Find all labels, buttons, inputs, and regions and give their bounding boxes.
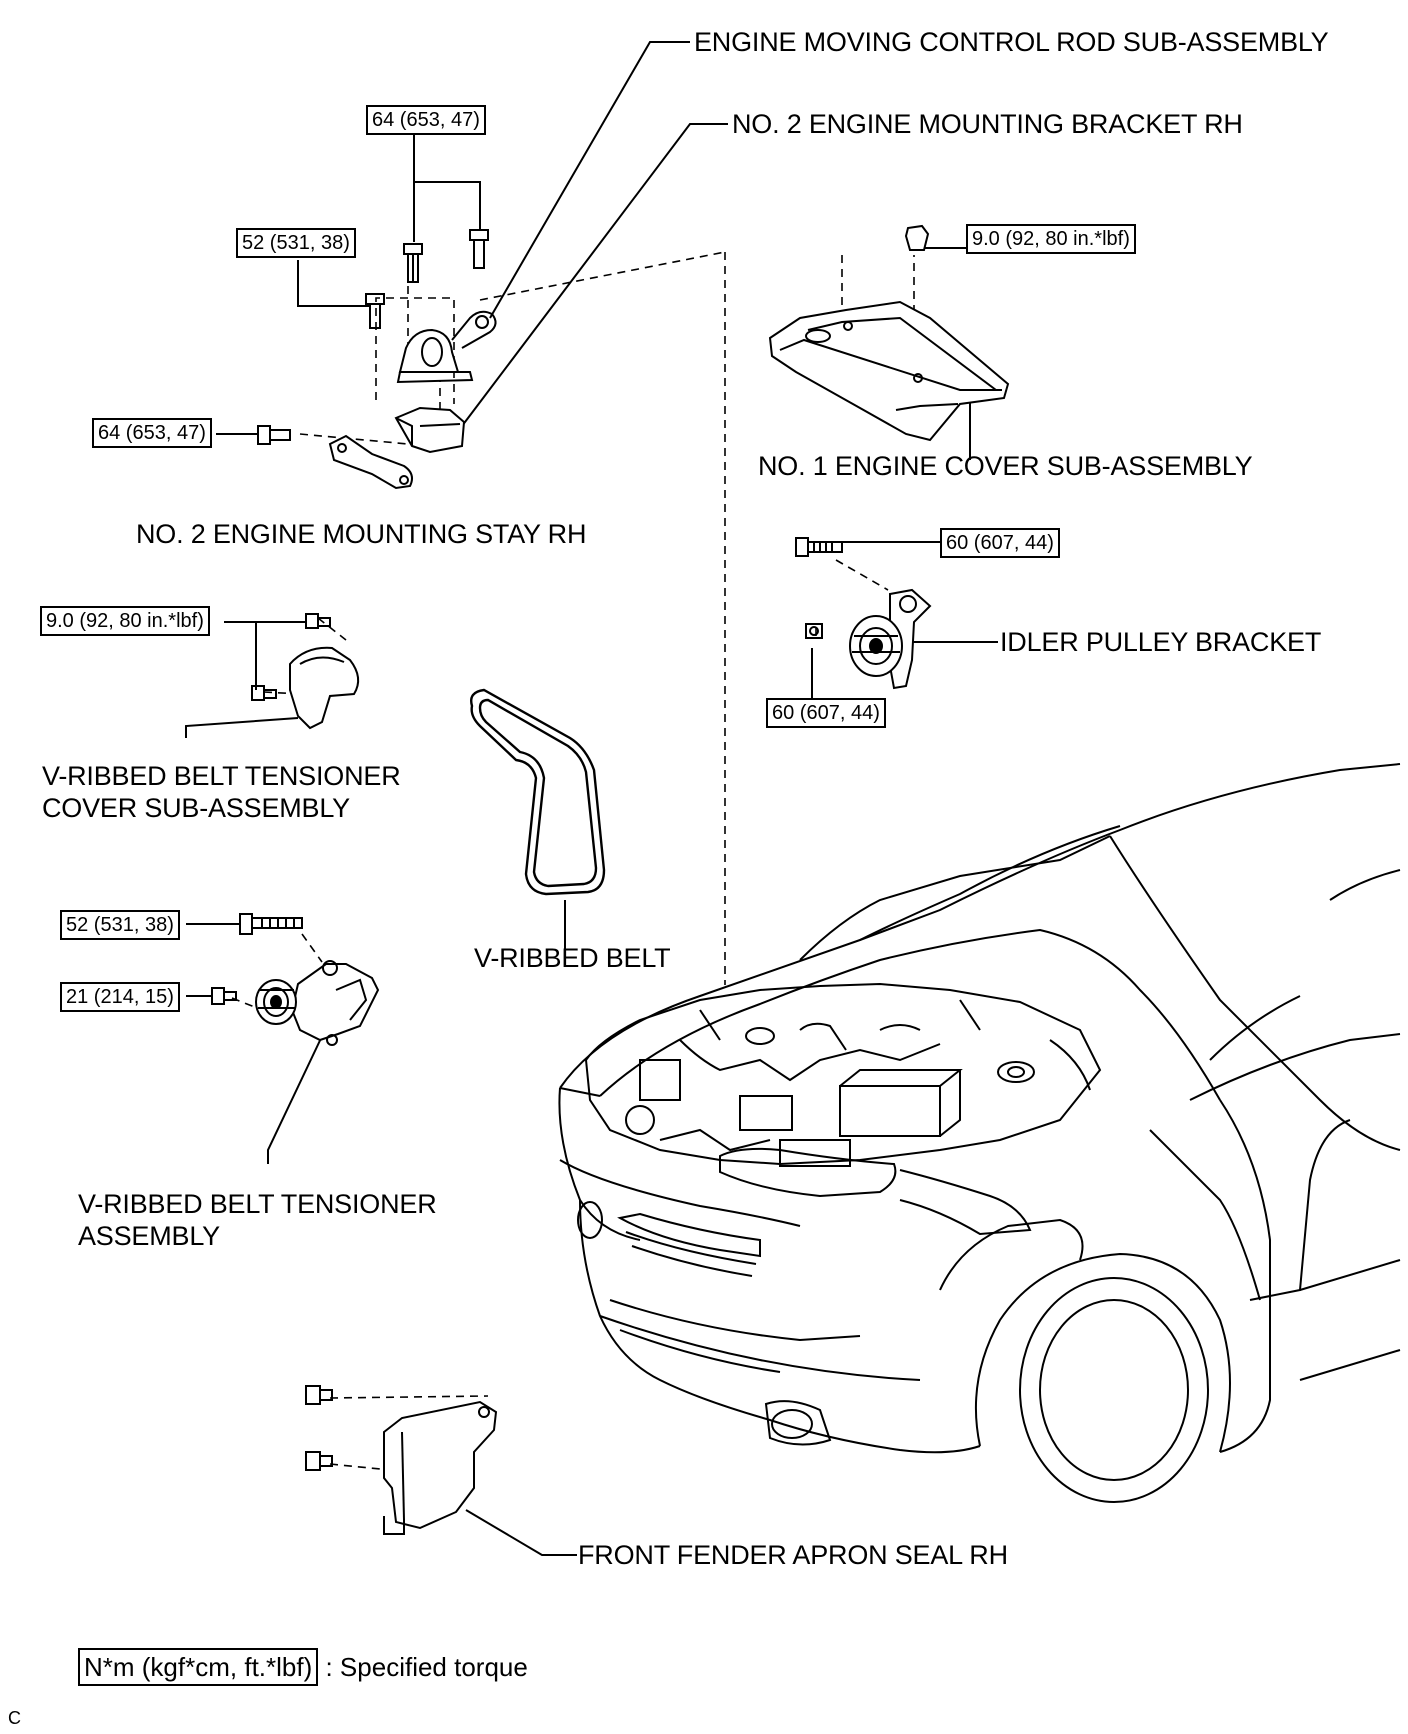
legend-description: : Specified torque xyxy=(325,1652,528,1682)
label-tensioner-cover-line2: COVER SUB-ASSEMBLY xyxy=(42,793,350,823)
rod-bolts xyxy=(365,229,489,329)
torque-tensioner-cover-bolts: 9.0 (92, 80 in.*lbf) xyxy=(40,606,210,636)
label-idler-pulley-bracket: IDLER PULLEY BRACKET xyxy=(1000,627,1322,657)
tensioner-cover-bolts xyxy=(251,613,331,701)
tensioner-bolt xyxy=(239,913,303,935)
tensioner-small-bolt xyxy=(211,987,237,1005)
label-tensioner-assembly-line1: V-RIBBED BELT TENSIONER xyxy=(78,1189,437,1219)
torque-legend: N*m (kgf*cm, ft.*lbf) : Specified torque xyxy=(78,1648,528,1686)
vehicle-outline xyxy=(558,763,1401,1503)
idler-bolt xyxy=(795,537,843,557)
torque-rod-bolts: 64 (653, 47) xyxy=(366,105,486,135)
label-tensioner-assembly-line2: ASSEMBLY xyxy=(78,1221,220,1251)
figure-code: C xyxy=(8,1708,21,1728)
label-tensioner-cover-line1: V-RIBBED BELT TENSIONER xyxy=(42,761,401,791)
idler-nut xyxy=(805,623,823,639)
label-no2-engine-mounting-stay-rh: NO. 2 ENGINE MOUNTING STAY RH xyxy=(136,519,587,549)
front-fender-apron-seal xyxy=(383,1400,498,1535)
cover-nut xyxy=(904,224,930,251)
v-ribbed-belt-tensioner-assembly xyxy=(255,960,380,1046)
torque-rod-bracket-bolt: 52 (531, 38) xyxy=(236,228,356,258)
idler-pulley-bracket xyxy=(849,588,932,690)
v-ribbed-belt xyxy=(470,688,606,896)
torque-tensioner-small-bolt: 21 (214, 15) xyxy=(60,982,180,1012)
label-no1-engine-cover: NO. 1 ENGINE COVER SUB-ASSEMBLY xyxy=(758,451,1253,481)
no1-engine-cover xyxy=(768,300,1010,442)
label-engine-moving-control-rod: ENGINE MOVING CONTROL ROD SUB-ASSEMBLY xyxy=(694,27,1329,57)
torque-cover-nut: 9.0 (92, 80 in.*lbf) xyxy=(966,224,1136,254)
legend-unit-box: N*m (kgf*cm, ft.*lbf) xyxy=(78,1648,319,1686)
no2-engine-mounting-bracket-rh xyxy=(394,406,466,454)
torque-tensioner-bolt: 52 (531, 38) xyxy=(60,910,180,940)
alignment-dashes xyxy=(231,251,915,1471)
apron-seal-clips xyxy=(305,1385,333,1471)
leader-lines xyxy=(185,41,998,1556)
engine-moving-control-rod xyxy=(396,310,497,384)
label-front-fender-apron-seal: FRONT FENDER APRON SEAL RH xyxy=(578,1540,1008,1570)
torque-idler-bolt: 60 (607, 44) xyxy=(940,528,1060,558)
stay-bolt xyxy=(257,425,291,445)
label-no2-engine-mounting-bracket-rh: NO. 2 ENGINE MOUNTING BRACKET RH xyxy=(732,109,1243,139)
no2-engine-mounting-stay-rh xyxy=(328,434,413,490)
torque-stay-bolt: 64 (653, 47) xyxy=(92,418,212,448)
v-ribbed-belt-tensioner-cover xyxy=(289,646,360,730)
label-v-ribbed-belt: V-RIBBED BELT xyxy=(474,943,671,973)
torque-idler-nut: 60 (607, 44) xyxy=(766,698,886,728)
